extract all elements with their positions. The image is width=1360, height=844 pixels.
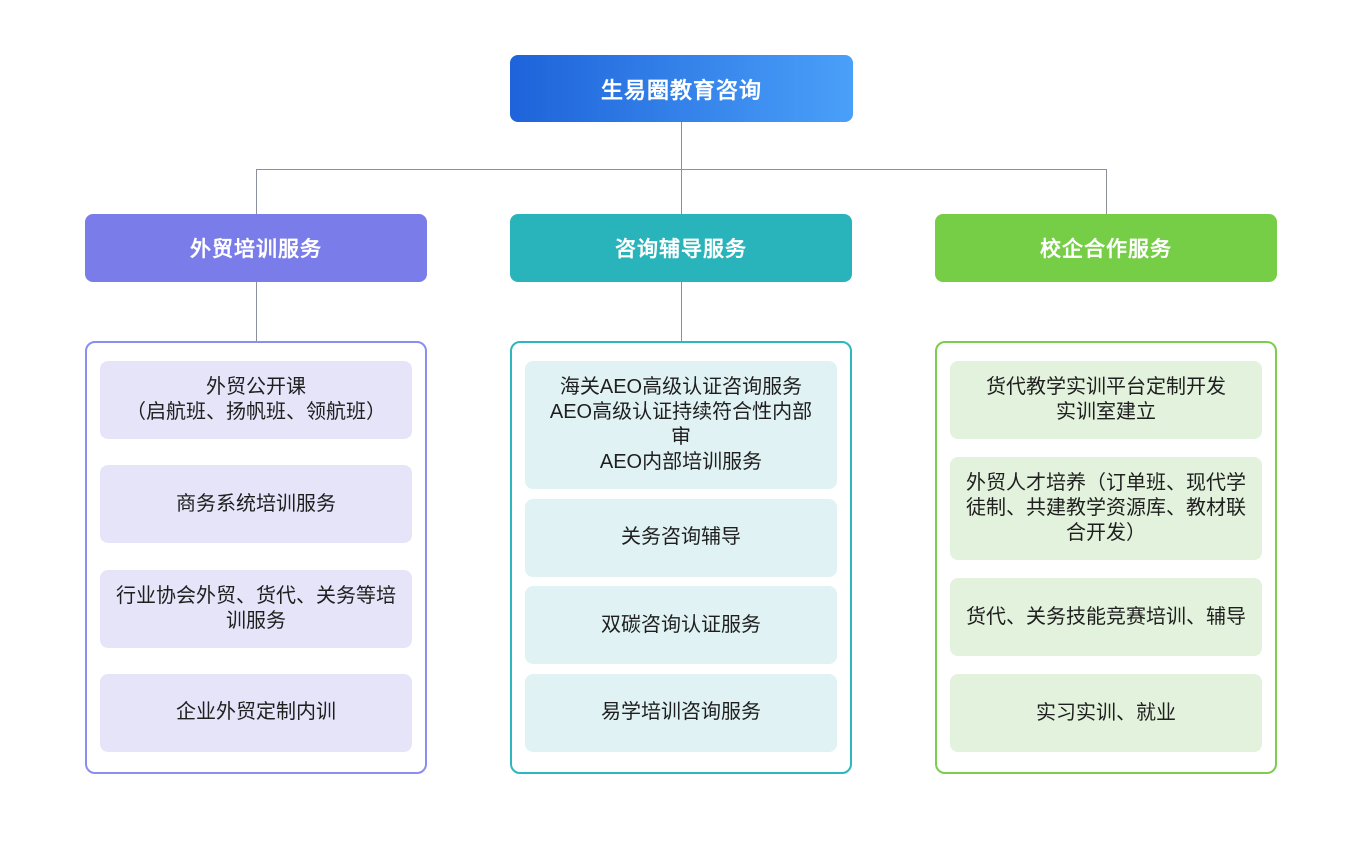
service-item: 货代、关务技能竞赛培训、辅导 [950,578,1262,656]
connector-middle-header-to-panel [681,282,682,341]
connector-drop-right [1106,169,1107,214]
root-node-label: 生易圈教育咨询 [600,77,762,103]
service-item: 海关AEO高级认证咨询服务 AEO高级认证持续符合性内部审 AEO内部培训服务 [525,361,837,489]
service-item: 双碳咨询认证服务 [525,586,837,665]
service-item: 易学培训咨询服务 [525,673,837,752]
branch-title: 外贸培训服务 [190,238,322,261]
root-node: 生易圈教育咨询 [510,55,853,122]
branch-header-school-enterprise: 校企合作服务 [935,214,1277,282]
service-item: 关务咨询辅导 [525,498,837,577]
service-item: 外贸公开课 （启航班、扬帆班、领航班） [100,361,412,439]
connector-left-header-to-panel [256,282,257,341]
branch-title: 咨询辅导服务 [615,238,747,261]
service-item: 实习实训、就业 [950,674,1262,752]
branch-panel-school-enterprise: 货代教学实训平台定制开发 实训室建立 外贸人才培养（订单班、现代学徒制、共建教学… [935,341,1277,774]
connector-root-stem [681,122,682,169]
connector-drop-left [256,169,257,214]
service-item: 商务系统培训服务 [100,465,412,544]
service-item: 货代教学实训平台定制开发 实训室建立 [950,361,1262,439]
connector-drop-middle [681,169,682,214]
branch-header-consulting: 咨询辅导服务 [510,214,852,282]
branch-panel-trade-training: 外贸公开课 （启航班、扬帆班、领航班） 商务系统培训服务 行业协会外贸、货代、关… [85,341,427,774]
branch-panel-consulting: 海关AEO高级认证咨询服务 AEO高级认证持续符合性内部审 AEO内部培训服务 … [510,341,852,774]
service-item: 企业外贸定制内训 [100,673,412,752]
branch-header-trade-training: 外贸培训服务 [85,214,427,282]
service-item: 外贸人才培养（订单班、现代学徒制、共建教学资源库、教材联合开发） [950,457,1262,560]
service-item: 行业协会外贸、货代、关务等培训服务 [100,569,412,648]
branch-title: 校企合作服务 [1040,238,1172,261]
